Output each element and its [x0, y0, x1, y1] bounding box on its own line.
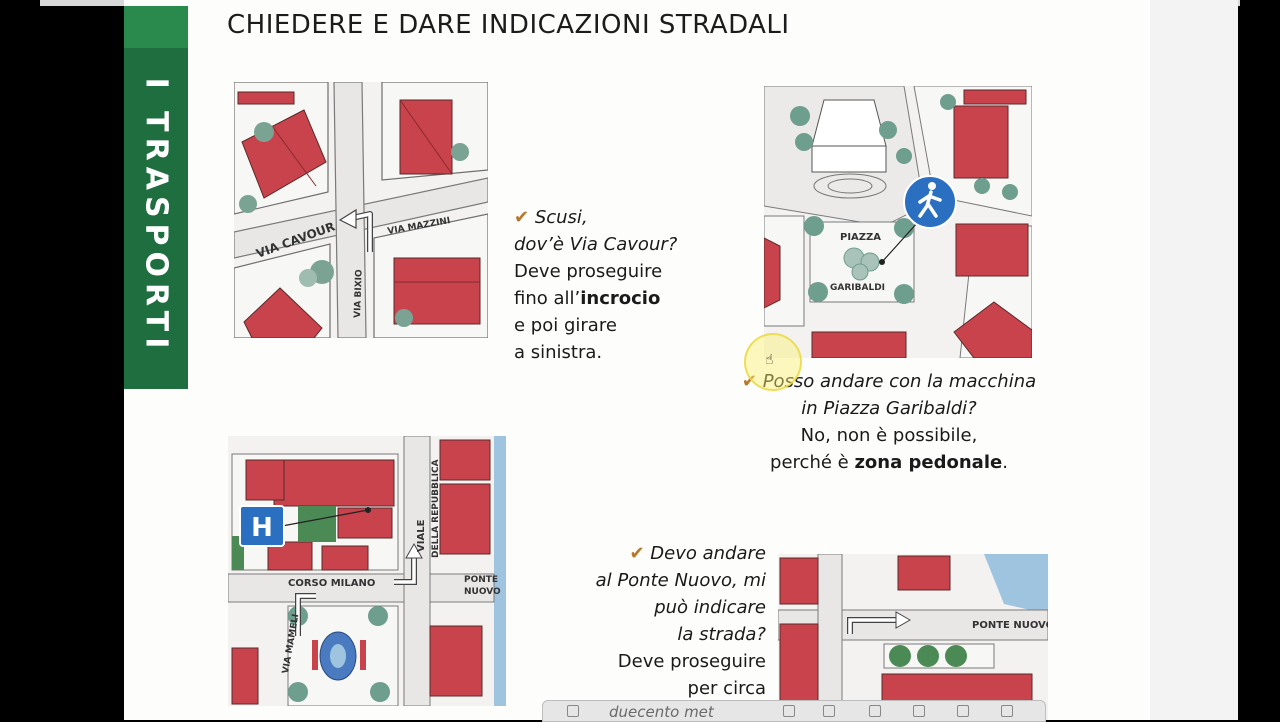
label-corso-milano: CORSO MILANO — [288, 578, 375, 589]
dialog-via-cavour: ✔ Scusi, dov’è Via Cavour? Deve prosegui… — [514, 207, 678, 363]
label-ponte-nuovo: PONTE NUOVO — [972, 620, 1048, 631]
check-icon: ✔ — [514, 207, 530, 228]
pedestrian-icon — [903, 175, 957, 229]
hand-cursor-icon: ☝ — [765, 352, 774, 368]
sidebar-top-band — [124, 6, 188, 48]
close-icon[interactable] — [1001, 705, 1013, 717]
map-via-cavour: VIA CAVOUR VIA MAZZINI VIA BIXIO — [234, 82, 488, 338]
shape-icon[interactable] — [823, 705, 835, 717]
label-piazza: PIAZZA — [840, 232, 881, 243]
pen-icon[interactable] — [567, 705, 579, 717]
settings-icon[interactable] — [957, 705, 969, 717]
label-garibaldi: GARIBALDI — [830, 283, 885, 293]
right-margin-pane — [1150, 0, 1238, 720]
section-sidebar: I TRASPORTI — [124, 6, 188, 389]
label-viale: VIALE — [416, 519, 427, 552]
video-toolbar[interactable]: duecento met — [542, 700, 1046, 722]
textbook-page: I TRASPORTI CHIEDERE E DARE INDICAZIONI … — [124, 0, 1150, 720]
label-della-repubblica: DELLA REPUBBLICA — [431, 459, 441, 558]
label-ponte: PONTE — [464, 575, 498, 585]
cursor-highlight — [744, 333, 802, 391]
toolbar-caption: duecento met — [609, 703, 714, 721]
map-corso-milano: H CORSO MILANO VIALE — [228, 436, 506, 706]
check-icon: ✔ — [629, 543, 645, 564]
dialog-piazza-garibaldi: ✔ Posso andare con la macchina in Piazza… — [741, 371, 1037, 473]
map-ponte-nuovo: PONTE NUOVO — [778, 554, 1048, 720]
undo-icon[interactable] — [913, 705, 925, 717]
page-title: CHIEDERE E DARE INDICAZIONI STRADALI — [227, 10, 790, 40]
hospital-icon: H — [239, 505, 285, 547]
label-via-bixio: VIA BIXIO — [353, 269, 365, 318]
map-piazza-garibaldi: PIAZZA GARIBALDI — [764, 86, 1032, 358]
dialog-ponte-nuovo: ✔ Devo andare al Ponte Nuovo, mi può ind… — [595, 543, 766, 699]
highlighter-icon[interactable] — [783, 705, 795, 717]
section-label: I TRASPORTI — [138, 77, 174, 355]
eraser-icon[interactable] — [869, 705, 881, 717]
svg-text:H: H — [251, 513, 273, 543]
label-nuovo: NUOVO — [464, 587, 501, 597]
